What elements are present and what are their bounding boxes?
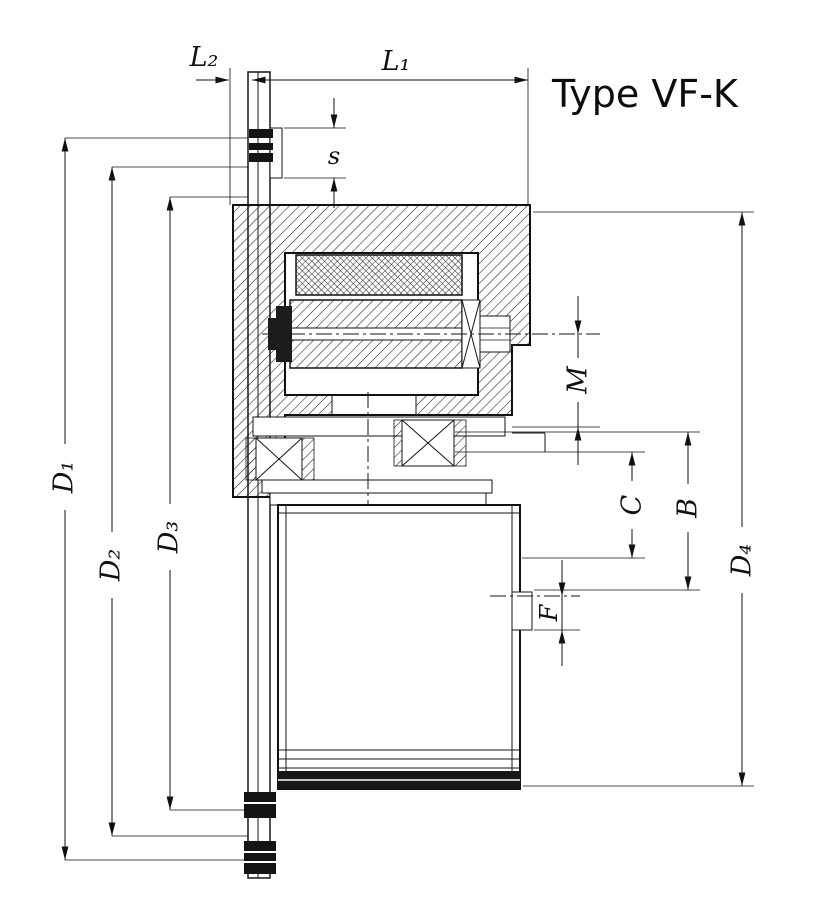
nut-bottom <box>244 841 276 874</box>
dim-label-d2: D₂ <box>96 549 127 582</box>
dim-label-l2: L₂ <box>189 42 219 73</box>
dim-label-m: M <box>563 365 594 395</box>
drawing-title: Type VF-K <box>551 72 739 116</box>
dim-label-c: C <box>617 494 648 515</box>
stud-bolt-top <box>249 129 273 138</box>
dim-label-f: F <box>535 603 563 622</box>
input-shaft <box>262 299 600 369</box>
label-backgrounds <box>51 358 755 598</box>
dim-label-l1: L₁ <box>381 46 411 77</box>
dim-label-d3: D₃ <box>154 521 185 554</box>
housing-bottom-opening <box>332 396 416 414</box>
output-hub <box>245 392 506 516</box>
dim-label-d4: D₄ <box>727 544 758 577</box>
stud-bolt-bottom <box>244 792 276 818</box>
dim-label-s: s <box>328 142 340 170</box>
motor-body <box>277 504 533 790</box>
dim-label-d1: D₁ <box>49 461 80 494</box>
worm-gear-section <box>295 254 463 296</box>
dim-label-b: B <box>673 498 704 519</box>
motor-side-boss <box>511 591 533 631</box>
